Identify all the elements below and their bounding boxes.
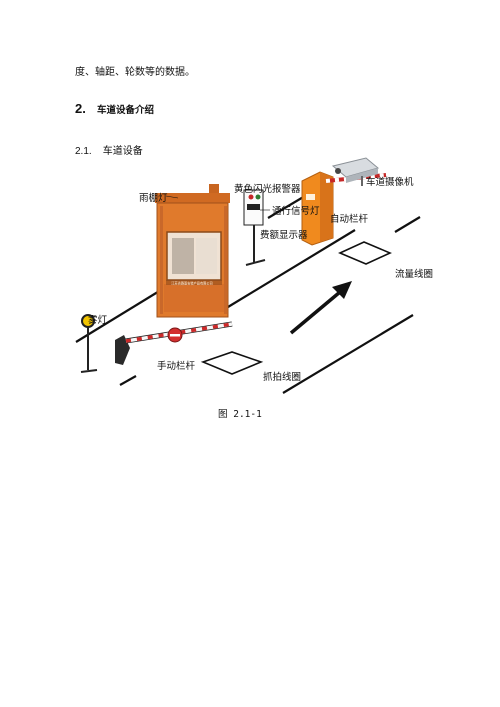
lane-line-middle: [227, 229, 356, 308]
lane-line-right-lower: [282, 314, 414, 394]
lane-lines: [75, 195, 421, 394]
label-lane-camera: 车道摄像机: [366, 176, 414, 188]
flow-coil-loop: [338, 241, 392, 265]
section-heading: 2. 车道设备介绍: [75, 98, 154, 117]
label-yellow-alarm: 黄色闪光报警器: [234, 183, 301, 195]
signal-green-light: [255, 194, 261, 200]
lane-line-left-lower: [119, 375, 137, 386]
lane-camera: [331, 157, 380, 186]
figure-caption: 图 2.1-1: [218, 409, 262, 420]
lane-line-top: [267, 195, 306, 219]
lane-line-left-upper: [75, 289, 162, 343]
label-flow-coil: 流量线圈: [395, 268, 433, 280]
signal-red-light: [248, 194, 254, 200]
label-capture-coil: 抓拍线圈: [263, 371, 301, 383]
subsection-title: 车道设备: [102, 146, 143, 157]
toll-booth: 江苏省路面安装产品有限公司: [155, 184, 230, 318]
label-manual-barrier: 手动栏杆: [157, 360, 196, 372]
subsection-heading: 2.1. 车道设备: [75, 139, 143, 158]
direction-arrow: [289, 281, 352, 335]
label-fog-light: 雾灯: [88, 315, 108, 326]
label-fee-display: 费额显示器: [260, 229, 308, 241]
lane-line-right-upper: [394, 216, 421, 233]
intro-text: 度、轴距、轮数等的数据。: [75, 67, 195, 78]
fee-display-screen: [247, 204, 260, 210]
booth-plate-text: 江苏省路面安装产品有限公司: [171, 281, 212, 286]
label-canopy-light: 雨棚灯: [139, 192, 168, 204]
fog-light: [80, 314, 98, 373]
manual-barrier: [115, 321, 233, 365]
subsection-number: 2.1.: [75, 146, 92, 157]
label-traffic-signal: 通行信号灯: [272, 205, 320, 217]
section-title: 车道设备介绍: [96, 105, 154, 116]
label-auto-barrier: 自动栏杆: [330, 213, 369, 225]
section-number: 2.: [75, 101, 86, 116]
signal-display-pole: [243, 189, 270, 266]
capture-coil-loop: [200, 351, 264, 375]
